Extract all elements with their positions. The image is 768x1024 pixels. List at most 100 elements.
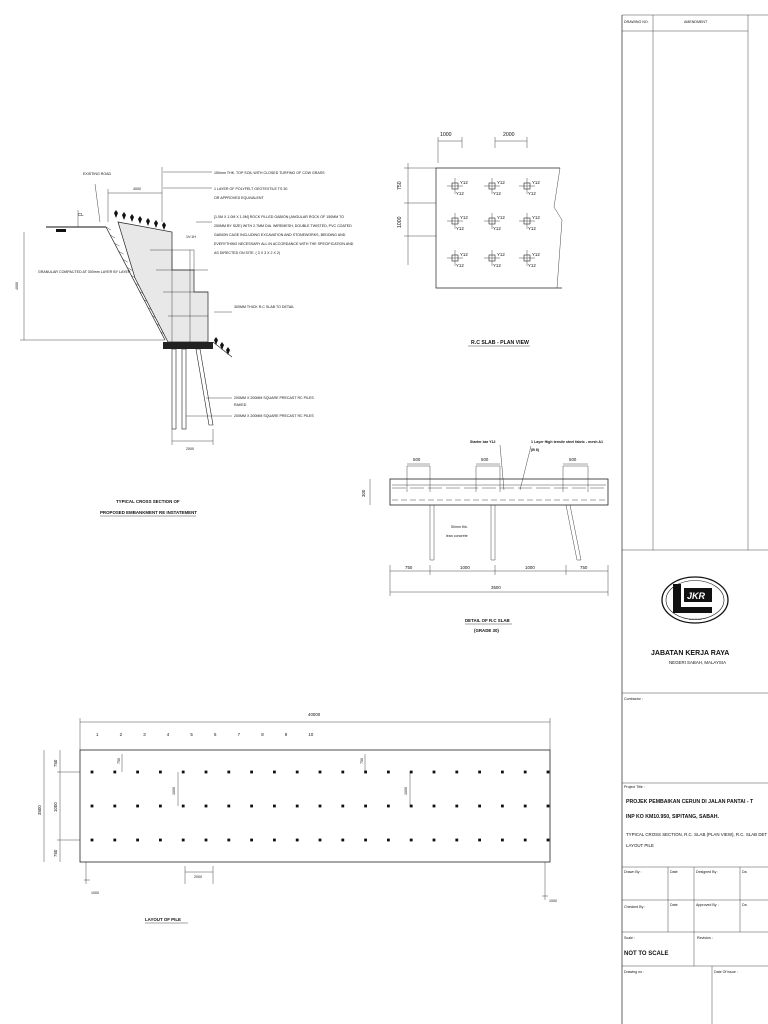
bar-label: Y12 (460, 215, 468, 220)
pile-marker (250, 770, 253, 774)
drawing-title-line2: LAYOUT PILE (626, 843, 654, 848)
detail-dim-500-c: 500 (569, 457, 577, 462)
pile-marker (546, 770, 550, 774)
cross-section-title-2: PROPOSED EMBANKMENT RE INSTATEMENT (100, 510, 197, 515)
pile-marker (181, 838, 185, 842)
pile-number: 9 (285, 732, 288, 737)
scale-label: Scale : (624, 936, 635, 940)
pile-number: 3 (143, 732, 146, 737)
pile-marker (136, 770, 139, 774)
logo-text: JKR (687, 591, 706, 601)
pile-marker (273, 804, 276, 808)
bar-label: Y12 (532, 180, 540, 185)
bar-label: Y12 (528, 191, 536, 196)
grass-marker (226, 347, 230, 355)
note-gabion-1: [1.0M X 1.0M X 1.0M] ROCK FILLED GABION … (214, 215, 344, 219)
pile-number: 7 (238, 732, 241, 737)
layout-dim-1000-right: 1000 (549, 899, 557, 903)
starter-bar-label: Starter bar Y12 (470, 440, 496, 444)
inner-dim-1000-b: 1000 (404, 787, 408, 795)
dim-4000-top: 4000 (133, 187, 141, 191)
pile-marker (136, 838, 139, 842)
pile-marker (523, 770, 527, 774)
pile-marker (204, 804, 208, 808)
grass-marker (220, 342, 224, 350)
pile-marker (273, 838, 276, 842)
mesh-label-1: 1 Layer High tensile steel fabric - mesh… (531, 440, 603, 444)
detail-dim-500-b: 500 (481, 457, 489, 462)
pile-marker (364, 804, 367, 808)
pile-marker (501, 770, 504, 774)
title-block: DRAWING NO. AMENDMENT JKR □□□□□□□□ JABAT… (621, 14, 768, 1024)
dim-4000-side: 4000 (15, 282, 19, 290)
bar-label: Y12 (532, 215, 540, 220)
detail-dim-750-a: 750 (405, 565, 413, 570)
rc-slab-detail: Starter bar Y12 1 Layer High tensile ste… (361, 440, 609, 633)
note-gabion-3: GABION CAGE INCLUDING EXCAVATION AND STO… (214, 233, 346, 237)
pile-marker (318, 838, 322, 842)
revision-label: Revision : (697, 936, 713, 940)
pile-marker (318, 804, 322, 808)
approved-date-label: Da (742, 903, 747, 907)
checked-by-label: Checked By : (624, 905, 645, 909)
approved-by-label: Approved By : (696, 903, 719, 907)
bar-label: Y12 (460, 252, 468, 257)
pile-number: 5 (190, 732, 193, 737)
pile-marker (159, 804, 162, 808)
layout-dim-1000-left: 1000 (91, 891, 99, 895)
pile-number: 10 (308, 732, 313, 737)
pile-marker (455, 770, 459, 774)
pile-marker (432, 804, 436, 808)
pile-marker (364, 770, 367, 774)
slab-detail-title-1: DETAIL OF R.C SLAB (465, 618, 510, 623)
pile-marker (273, 770, 276, 774)
pile-number: 2 (120, 732, 123, 737)
pile-marker (409, 804, 413, 808)
pile-marker (181, 770, 185, 774)
note-geotextile-2: OR APPROVED EQUIVALENT (214, 196, 264, 200)
centreline-label: CL (78, 212, 84, 217)
project-title-line1: PROJEK PEMBAIKAN CERUN DI JALAN PANTAI -… (626, 799, 754, 805)
grass-markers (114, 210, 230, 355)
inner-dim-750-b: 750 (360, 758, 364, 764)
rc-slab-section (163, 342, 213, 349)
drawn-date-label: Date (670, 870, 678, 874)
existing-road-label: EXISTING ROAD (83, 172, 112, 176)
detail-dim-1000-b: 1000 (525, 565, 535, 570)
pile-number: 8 (261, 732, 264, 737)
pile-marker (455, 838, 459, 842)
grass-marker (162, 222, 166, 230)
bar-label: Y12 (528, 263, 536, 268)
note-geotextile-1: 1 LAYER OF POLYFELT GEOTEXTILE TS 30 (214, 187, 287, 191)
note-slab: 300MM THICK R.C SLAB TO DETAIL (234, 305, 294, 309)
pile-layout-title: LAYOUT OF PILE (145, 917, 181, 922)
pile-marker (318, 770, 322, 774)
designed-by-label: Designed By : (696, 870, 718, 874)
inner-dim-1000-a: 1000 (172, 787, 176, 795)
layout-dim-1000: 1000 (53, 802, 58, 812)
grass-marker (214, 337, 218, 345)
checked-date-label: Date (670, 903, 678, 907)
pile-marker (455, 804, 459, 808)
layout-piles (90, 770, 550, 842)
slope-ratio-label: 1V:1H (186, 235, 196, 239)
pile-marker (113, 804, 117, 808)
project-title-label: Project Title : (624, 785, 645, 789)
layout-dim-750-bottom: 750 (53, 849, 58, 857)
pile-number: 1 (96, 732, 99, 737)
typical-cross-section: CL EXISTING ROAD 4000 4000 1V:1H GRANULA… (15, 167, 354, 517)
contractor-label: Contractor : (624, 697, 643, 701)
pile-marker (136, 804, 139, 808)
plan-dim-750: 750 (397, 181, 403, 190)
bar-label: Y12 (532, 252, 540, 257)
grass-marker (146, 218, 150, 226)
grass-marker (122, 212, 126, 220)
pile-marker (409, 838, 413, 842)
amendment-header: AMENDMENT (684, 20, 708, 24)
pile-marker (409, 770, 413, 774)
